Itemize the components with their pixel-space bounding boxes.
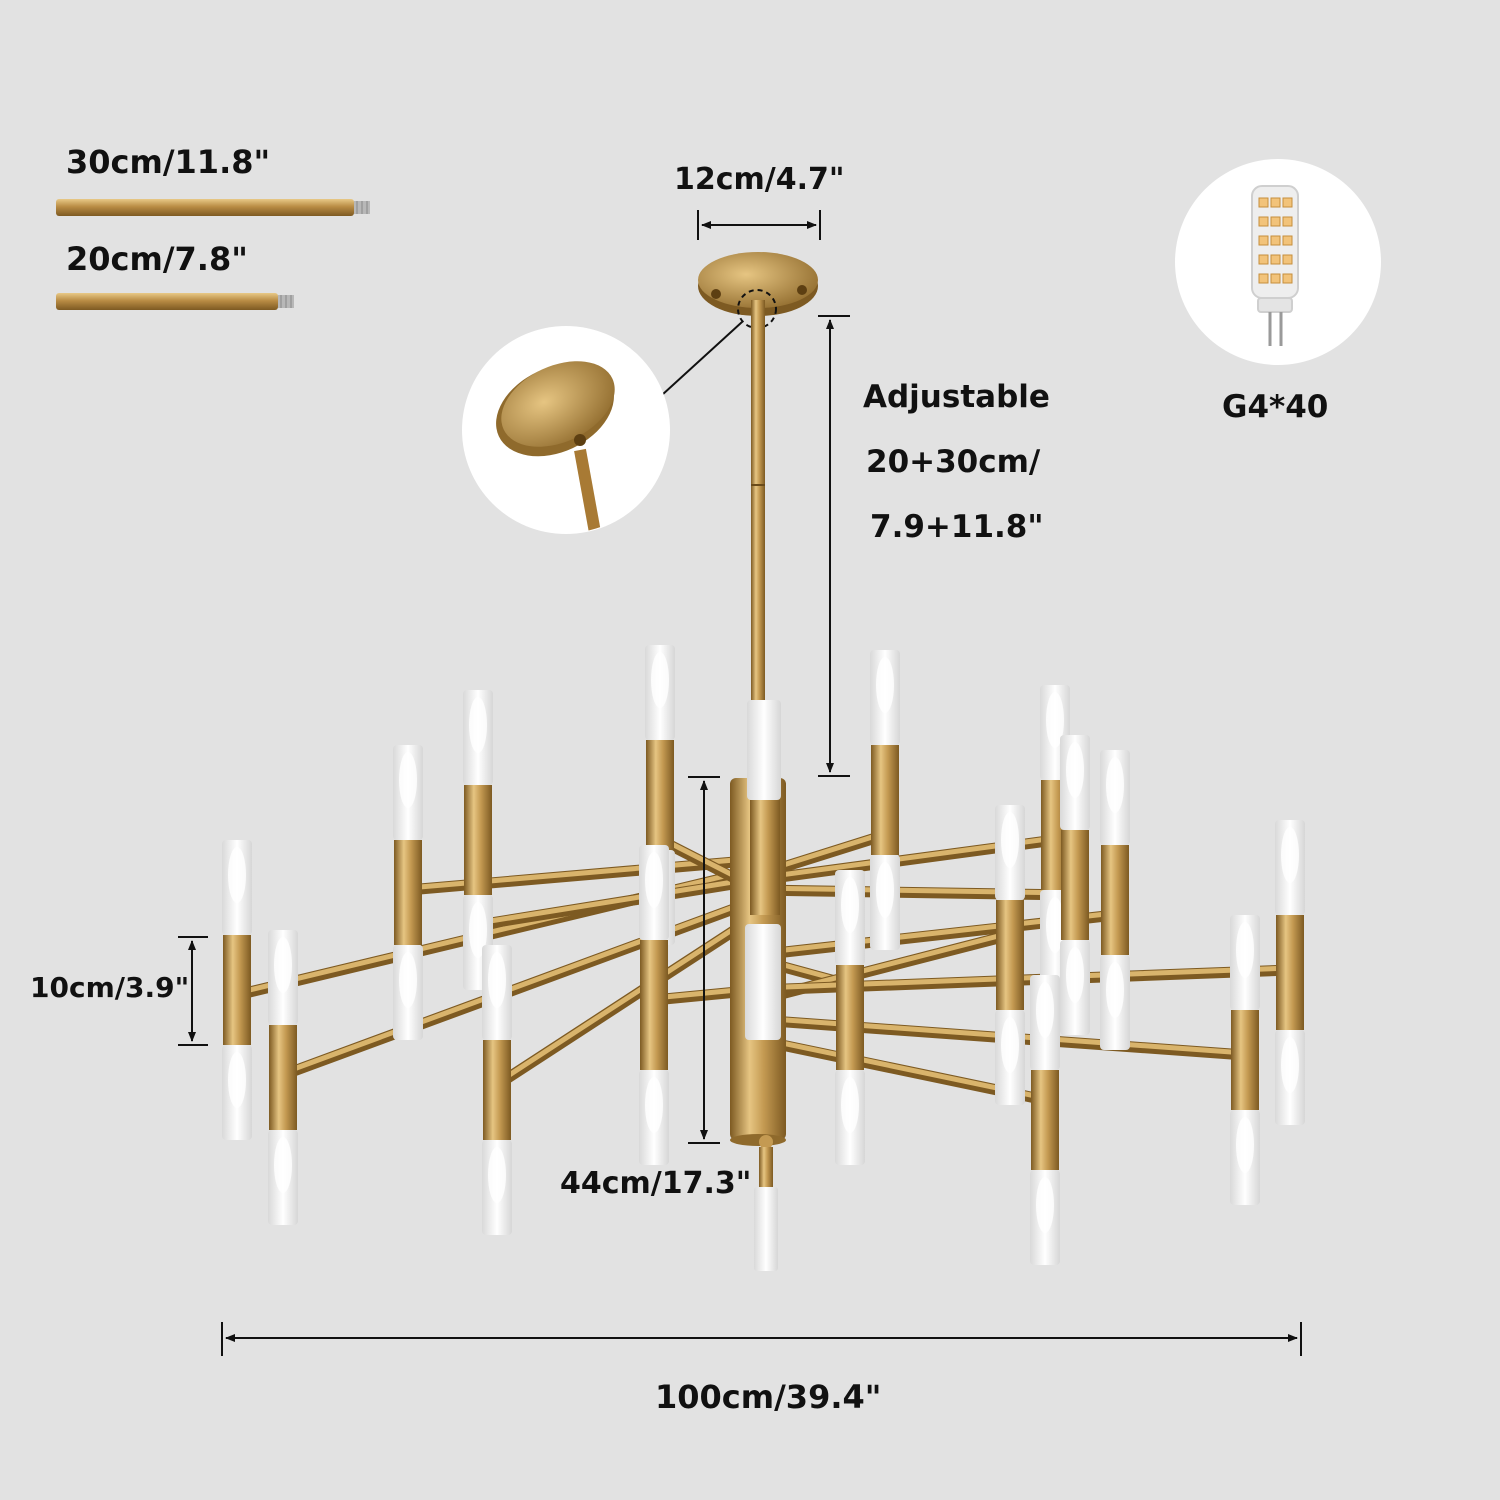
extension-rod-short bbox=[56, 293, 294, 310]
adjustable-rod-dimension bbox=[818, 315, 850, 777]
total-width-label: 100cm/39.4" bbox=[655, 1378, 882, 1416]
g4-bulb-inset bbox=[1175, 159, 1381, 365]
bulb-led-chips bbox=[1258, 197, 1293, 284]
shade-height-dimension bbox=[178, 936, 208, 1046]
down-rod bbox=[751, 300, 765, 780]
center-height-dimension bbox=[688, 776, 720, 1144]
center-column bbox=[730, 700, 786, 1271]
ceiling-canopy bbox=[698, 252, 818, 316]
extension-rod-long-label: 30cm/11.8" bbox=[66, 143, 271, 181]
canopy-width-dimension bbox=[697, 210, 821, 240]
chandelier-light-holders bbox=[222, 645, 1305, 1265]
adjustable-label: Adjustable bbox=[863, 379, 1050, 415]
center-height-label: 44cm/17.3" bbox=[560, 1166, 752, 1201]
extension-rod-long bbox=[56, 199, 370, 216]
total-width-dimension bbox=[221, 1322, 1302, 1356]
adjustable-imperial-label: 7.9+11.8" bbox=[870, 509, 1044, 545]
shade-height-label: 10cm/3.9" bbox=[30, 971, 190, 1004]
adjustable-metric-label: 20+30cm/ bbox=[866, 444, 1041, 480]
extension-rod-short-label: 20cm/7.8" bbox=[66, 240, 248, 278]
bulb-label: G4*40 bbox=[1222, 389, 1329, 425]
canopy-width-label: 12cm/4.7" bbox=[674, 162, 845, 197]
canopy-detail-inset bbox=[462, 326, 670, 534]
